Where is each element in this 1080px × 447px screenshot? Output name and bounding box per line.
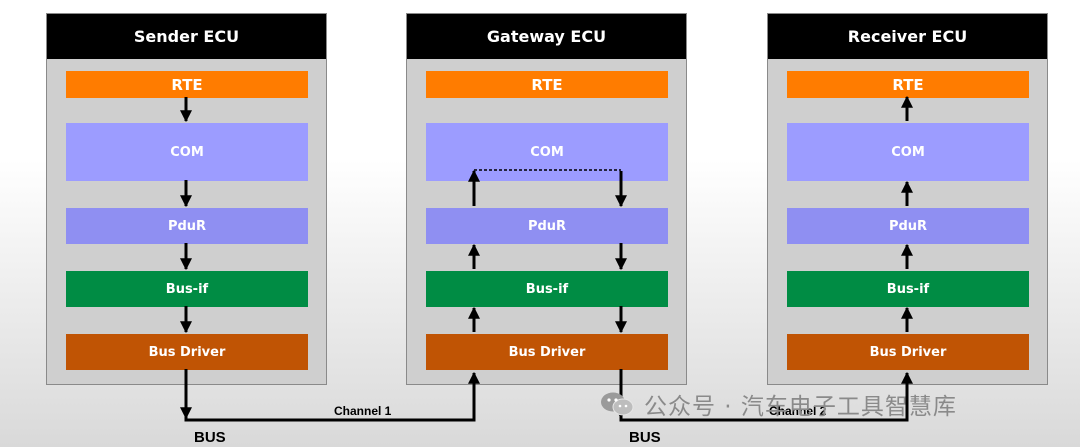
gateway-ecu: Gateway ECU RTE COM PduR Bus-if Bus Driv…	[406, 13, 687, 385]
gateway-rte-layer: RTE	[426, 71, 668, 98]
receiver-com-layer: COM	[787, 123, 1029, 181]
gateway-com-layer: COM	[426, 123, 668, 181]
wechat-icon	[601, 392, 634, 416]
gateway-busif-layer: Bus-if	[426, 271, 668, 307]
sender-pdur-layer: PduR	[66, 208, 308, 244]
sender-ecu-title: Sender ECU	[47, 14, 326, 59]
receiver-ecu-title: Receiver ECU	[768, 14, 1047, 59]
receiver-busif-layer: Bus-if	[787, 271, 1029, 307]
sender-com-layer: COM	[66, 123, 308, 181]
sender-busdriver-layer: Bus Driver	[66, 334, 308, 370]
sender-busif-layer: Bus-if	[66, 271, 308, 307]
channel2-bus-line	[619, 369, 913, 422]
receiver-pdur-layer: PduR	[787, 208, 1029, 244]
receiver-busdriver-layer: Bus Driver	[787, 334, 1029, 370]
gateway-pdur-layer: PduR	[426, 208, 668, 244]
watermark: 公众号 · 汽车电子工具智慧库	[600, 386, 957, 422]
sender-rte-layer: RTE	[66, 71, 308, 98]
sender-ecu: Sender ECU RTE COM PduR Bus-if Bus Drive…	[46, 13, 327, 385]
channel1-label: Channel 1	[334, 404, 392, 418]
channel2-label: Channel 2	[769, 404, 827, 418]
bus-right-label: BUS	[629, 429, 661, 446]
gateway-ecu-title: Gateway ECU	[407, 14, 686, 59]
receiver-rte-layer: RTE	[787, 71, 1029, 98]
gateway-busdriver-layer: Bus Driver	[426, 334, 668, 370]
bus-left-label: BUS	[194, 429, 226, 446]
watermark-text: 公众号 · 汽车电子工具智慧库	[644, 394, 957, 420]
channel1-bus-line	[184, 369, 480, 422]
